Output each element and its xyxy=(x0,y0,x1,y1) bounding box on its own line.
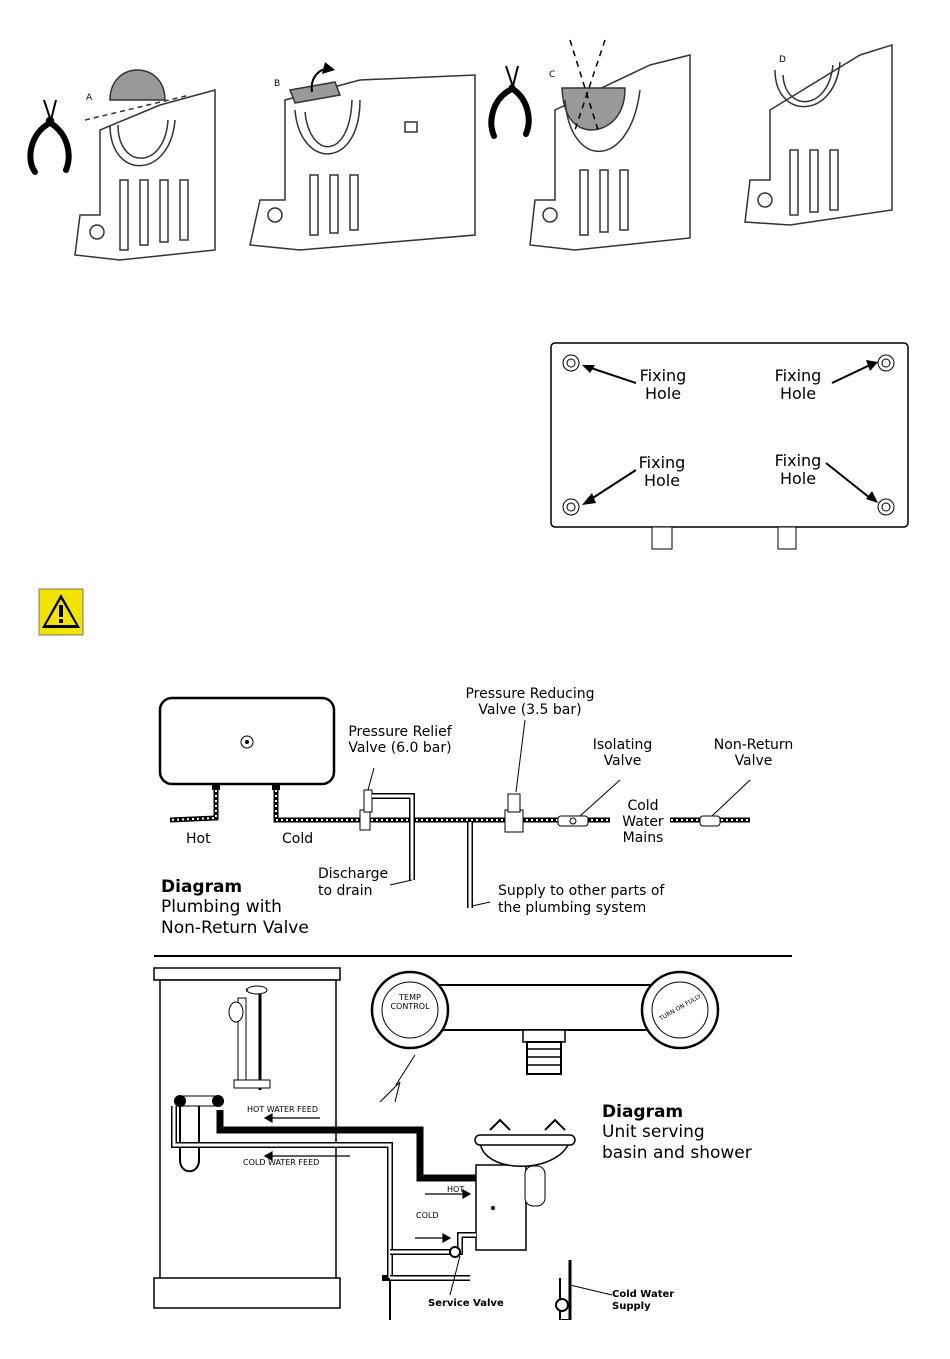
basin-shower-diagram xyxy=(153,967,613,1320)
fixing-label-bl-1: Fixing xyxy=(638,453,686,472)
cold-label: Cold xyxy=(282,831,314,847)
temp-control-label-2: CONTROL xyxy=(390,1002,430,1012)
discharge-label-1: Discharge xyxy=(318,866,389,882)
diagram-sub-plumbing-1: Plumbing with xyxy=(161,897,282,918)
step-d-label: D xyxy=(779,55,786,65)
cold-water-supply-label-1: Cold Water xyxy=(612,1289,675,1300)
turn-on-fully-knob xyxy=(640,970,720,1050)
supply-other-label-2: the plumbing system xyxy=(498,899,647,916)
fixing-hole-icon xyxy=(562,354,895,516)
diagram-sub-basin-1: Unit serving xyxy=(602,1122,705,1143)
fixing-label-tr-2: Hole xyxy=(779,384,817,404)
pressure-reducing-label-1: Pressure Reducing xyxy=(465,686,595,702)
diagram-title-plumbing: Diagram xyxy=(161,877,243,897)
diagram-title-basin: Diagram xyxy=(602,1102,684,1122)
fixing-label-tr-1: Fixing xyxy=(774,366,822,385)
step-a-panel xyxy=(74,69,216,261)
pliers-icon xyxy=(488,65,532,139)
cold-water-mains-label-2: Water xyxy=(622,814,664,831)
warning-icon xyxy=(38,588,84,636)
fixing-label-br-2: Hole xyxy=(779,469,817,489)
service-valve-icon xyxy=(555,1298,569,1312)
hot-label: Hot xyxy=(186,831,211,847)
fixing-label-tl-1: Fixing xyxy=(639,366,687,385)
mixer-valve-body xyxy=(370,970,720,1085)
step-c-panel xyxy=(529,39,691,251)
fixing-label-br-1: Fixing xyxy=(774,451,822,470)
step-c-label: C xyxy=(549,70,555,80)
shower-head-icon xyxy=(228,1001,244,1023)
step-b-label: B xyxy=(274,79,280,89)
plumbing-diagram xyxy=(154,696,792,957)
temp-control-label-1: TEMP xyxy=(399,993,421,1002)
supply-other-label-1: Supply to other parts of xyxy=(498,883,665,899)
step-b-panel xyxy=(249,74,476,251)
fixing-label-tl-2: Hole xyxy=(644,384,682,404)
pressure-relief-label-2: Valve (6.0 bar) xyxy=(348,740,452,757)
diagram-sub-basin-2: basin and shower xyxy=(602,1142,752,1163)
cold-water-feed-label: COLD WATER FEED xyxy=(243,1158,320,1167)
arrows xyxy=(587,364,871,502)
cold-label-basin: COLD xyxy=(416,1211,439,1220)
cold-water-mains-label-1: Cold xyxy=(627,798,659,814)
temp-control-knob xyxy=(370,970,450,1050)
diagram-sub-plumbing-2: Non-Return Valve xyxy=(161,917,309,938)
step-a-label: A xyxy=(86,93,93,103)
cold-water-mains-label-3: Mains xyxy=(622,830,664,847)
pressure-relief-label-1: Pressure Relief xyxy=(348,724,452,740)
service-valve-label: Service Valve xyxy=(428,1298,504,1309)
pliers-icon xyxy=(27,99,72,175)
non-return-valve-label-2: Valve xyxy=(734,753,773,770)
fixing-label-bl-2: Hole xyxy=(643,471,681,491)
discharge-label-2: to drain xyxy=(318,882,373,899)
step-d-panel xyxy=(744,43,893,226)
hot-label-basin: HOT xyxy=(447,1185,465,1194)
isolating-valve-label-1: Isolating xyxy=(592,737,653,753)
hot-water-feed-label: HOT WATER FEED xyxy=(247,1105,318,1114)
non-return-valve-label-1: Non-Return xyxy=(713,737,794,753)
fixing-holes-diagram xyxy=(550,342,909,550)
cold-water-supply-label-2: Supply xyxy=(612,1301,651,1312)
knockout-steps-illustration: A B C D xyxy=(27,39,893,261)
isolating-valve-label-2: Valve xyxy=(603,753,642,770)
pressure-reducing-label-2: Valve (3.5 bar) xyxy=(478,702,582,719)
